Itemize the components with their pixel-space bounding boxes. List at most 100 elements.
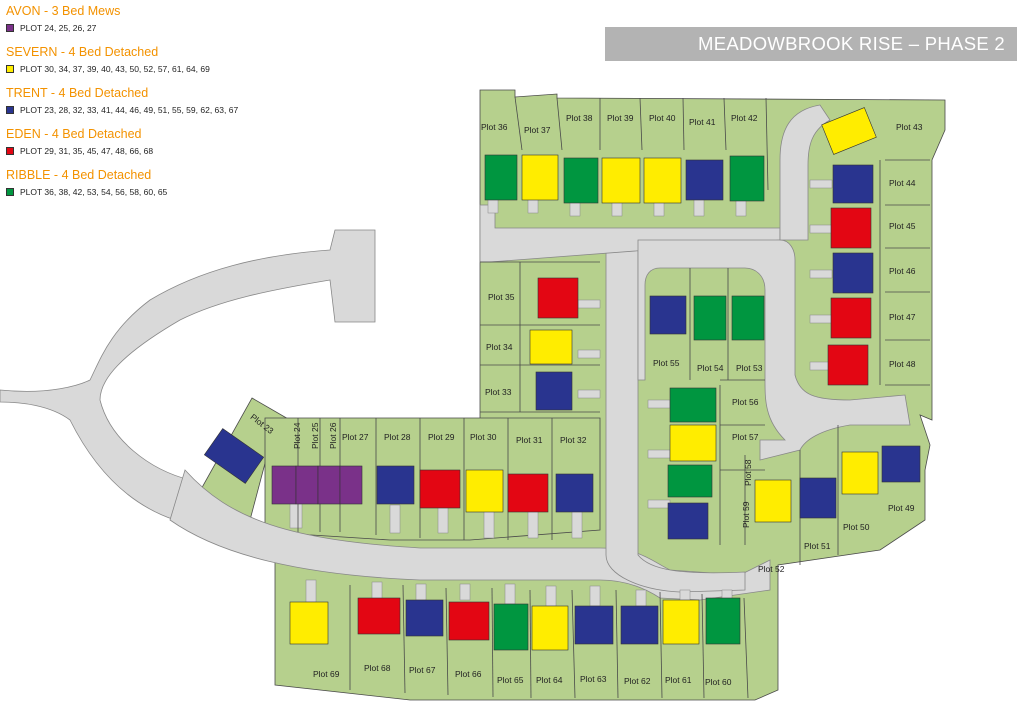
house-plot-67[interactable] (405, 599, 444, 637)
driveway (647, 449, 671, 459)
house-type-legend: AVON - 3 Bed Mews PLOT 24, 25, 26, 27 SE… (6, 4, 306, 209)
house-plot-64[interactable] (531, 605, 569, 651)
driveway (371, 581, 383, 601)
house-plot-69[interactable] (289, 601, 329, 645)
legend-swatch-trent (6, 105, 14, 114)
house-plot-33[interactable] (535, 371, 573, 411)
house-plot-42[interactable] (729, 155, 765, 202)
house-plot-40[interactable] (643, 157, 682, 204)
plot-label-58: Plot 58 (743, 459, 753, 486)
northeast-spur-road (779, 104, 831, 241)
house-plot-47[interactable] (830, 297, 872, 339)
house-plot-23[interactable] (203, 428, 265, 484)
plot-label-38: Plot 38 (566, 113, 593, 123)
house-plot-46[interactable] (832, 252, 874, 294)
house-plot-59[interactable] (667, 502, 709, 540)
plot-label-60: Plot 60 (705, 677, 732, 687)
house-plot-44[interactable] (832, 164, 874, 204)
plot-label-66: Plot 66 (455, 669, 482, 679)
plot-label-42: Plot 42 (731, 113, 758, 123)
legend-title-trent: TRENT - 4 Bed Detached (6, 86, 149, 100)
plot-label-59: Plot 59 (741, 501, 751, 528)
legend-avon: AVON - 3 Bed Mews PLOT 24, 25, 26, 27 (6, 4, 306, 33)
legend-plots-avon: PLOT 24, 25, 26, 27 (20, 22, 97, 33)
plot-label-63: Plot 63 (580, 674, 607, 684)
house-plot-63[interactable] (574, 605, 614, 645)
house-plot-37[interactable] (521, 154, 559, 201)
house-plot-34[interactable] (529, 329, 573, 365)
house-plot-31[interactable] (507, 473, 549, 513)
plot-label-68: Plot 68 (364, 663, 391, 673)
driveway (647, 499, 671, 509)
house-plot-26[interactable] (317, 465, 341, 505)
house-plot-60[interactable] (705, 597, 741, 645)
house-plot-35[interactable] (537, 277, 579, 319)
driveway (693, 197, 705, 217)
house-plot-29[interactable] (419, 469, 461, 509)
legend-severn: SEVERN - 4 Bed Detached PLOT 30, 34, 37,… (6, 45, 306, 74)
driveway (589, 585, 601, 607)
house-plot-24[interactable] (271, 465, 297, 505)
legend-eden: EDEN - 4 Bed Detached PLOT 29, 31, 35, 4… (6, 127, 306, 156)
plot-label-65: Plot 65 (497, 675, 524, 685)
house-plot-43[interactable] (821, 107, 877, 155)
house-plot-52[interactable] (754, 479, 792, 523)
plot-label-29: Plot 29 (428, 432, 455, 442)
driveway (577, 389, 601, 399)
house-plot-68[interactable] (357, 597, 401, 635)
house-plot-49[interactable] (881, 445, 921, 483)
plot-label-24: Plot 24 (292, 422, 302, 449)
house-plot-66[interactable] (448, 601, 490, 641)
house-plot-27[interactable] (339, 465, 363, 505)
house-plot-48[interactable] (827, 344, 869, 386)
house-plot-30[interactable] (465, 469, 504, 513)
house-plot-36[interactable] (484, 154, 518, 201)
legend-plots-ribble: PLOT 36, 38, 42, 53, 54, 56, 58, 60, 65 (20, 186, 168, 197)
plot-label-27: Plot 27 (342, 432, 369, 442)
legend-plots-eden: PLOT 29, 31, 35, 45, 47, 48, 66, 68 (20, 145, 154, 156)
plot-label-64: Plot 64 (536, 675, 563, 685)
legend-title-avon: AVON - 3 Bed Mews (6, 4, 121, 18)
house-plot-55[interactable] (649, 295, 687, 335)
house-plot-38[interactable] (563, 157, 599, 204)
house-plot-56[interactable] (669, 387, 717, 423)
house-plot-54[interactable] (693, 295, 727, 341)
driveway (809, 179, 833, 189)
plot-label-52: Plot 52 (758, 564, 785, 574)
house-plot-50[interactable] (841, 451, 879, 495)
house-plot-57[interactable] (669, 424, 717, 462)
house-plot-25[interactable] (295, 465, 319, 505)
driveway (504, 583, 516, 605)
driveway (577, 349, 601, 359)
plot-label-49: Plot 49 (888, 503, 915, 513)
plot-label-61: Plot 61 (665, 675, 692, 685)
plot-label-62: Plot 62 (624, 676, 651, 686)
plot-label-53: Plot 53 (736, 363, 763, 373)
house-plot-28[interactable] (376, 465, 415, 505)
plot-label-33: Plot 33 (485, 387, 512, 397)
house-plot-65[interactable] (493, 603, 529, 651)
driveway (571, 509, 583, 539)
house-plot-53[interactable] (731, 295, 765, 341)
plot-label-57: Plot 57 (732, 432, 759, 442)
plot-label-56: Plot 56 (732, 397, 759, 407)
plot-label-36: Plot 36 (481, 122, 508, 132)
house-plot-39[interactable] (601, 157, 641, 204)
plot-label-69: Plot 69 (313, 669, 340, 679)
driveway (545, 585, 557, 607)
legend-swatch-severn (6, 64, 14, 73)
house-plot-61[interactable] (662, 599, 700, 645)
house-plot-45[interactable] (830, 207, 872, 249)
plot-label-48: Plot 48 (889, 359, 916, 369)
house-plot-51[interactable] (799, 477, 837, 519)
house-plot-58[interactable] (667, 464, 713, 498)
legend-title-ribble: RIBBLE - 4 Bed Detached (6, 168, 152, 182)
plot-boundaries (297, 96, 930, 699)
plot-label-46: Plot 46 (889, 266, 916, 276)
house-plot-41[interactable] (685, 159, 724, 201)
house-plot-32[interactable] (555, 473, 594, 513)
house-plot-62[interactable] (620, 605, 659, 645)
plot-label-55: Plot 55 (653, 358, 680, 368)
plot-label-25: Plot 25 (310, 422, 320, 449)
plot-label-44: Plot 44 (889, 178, 916, 188)
